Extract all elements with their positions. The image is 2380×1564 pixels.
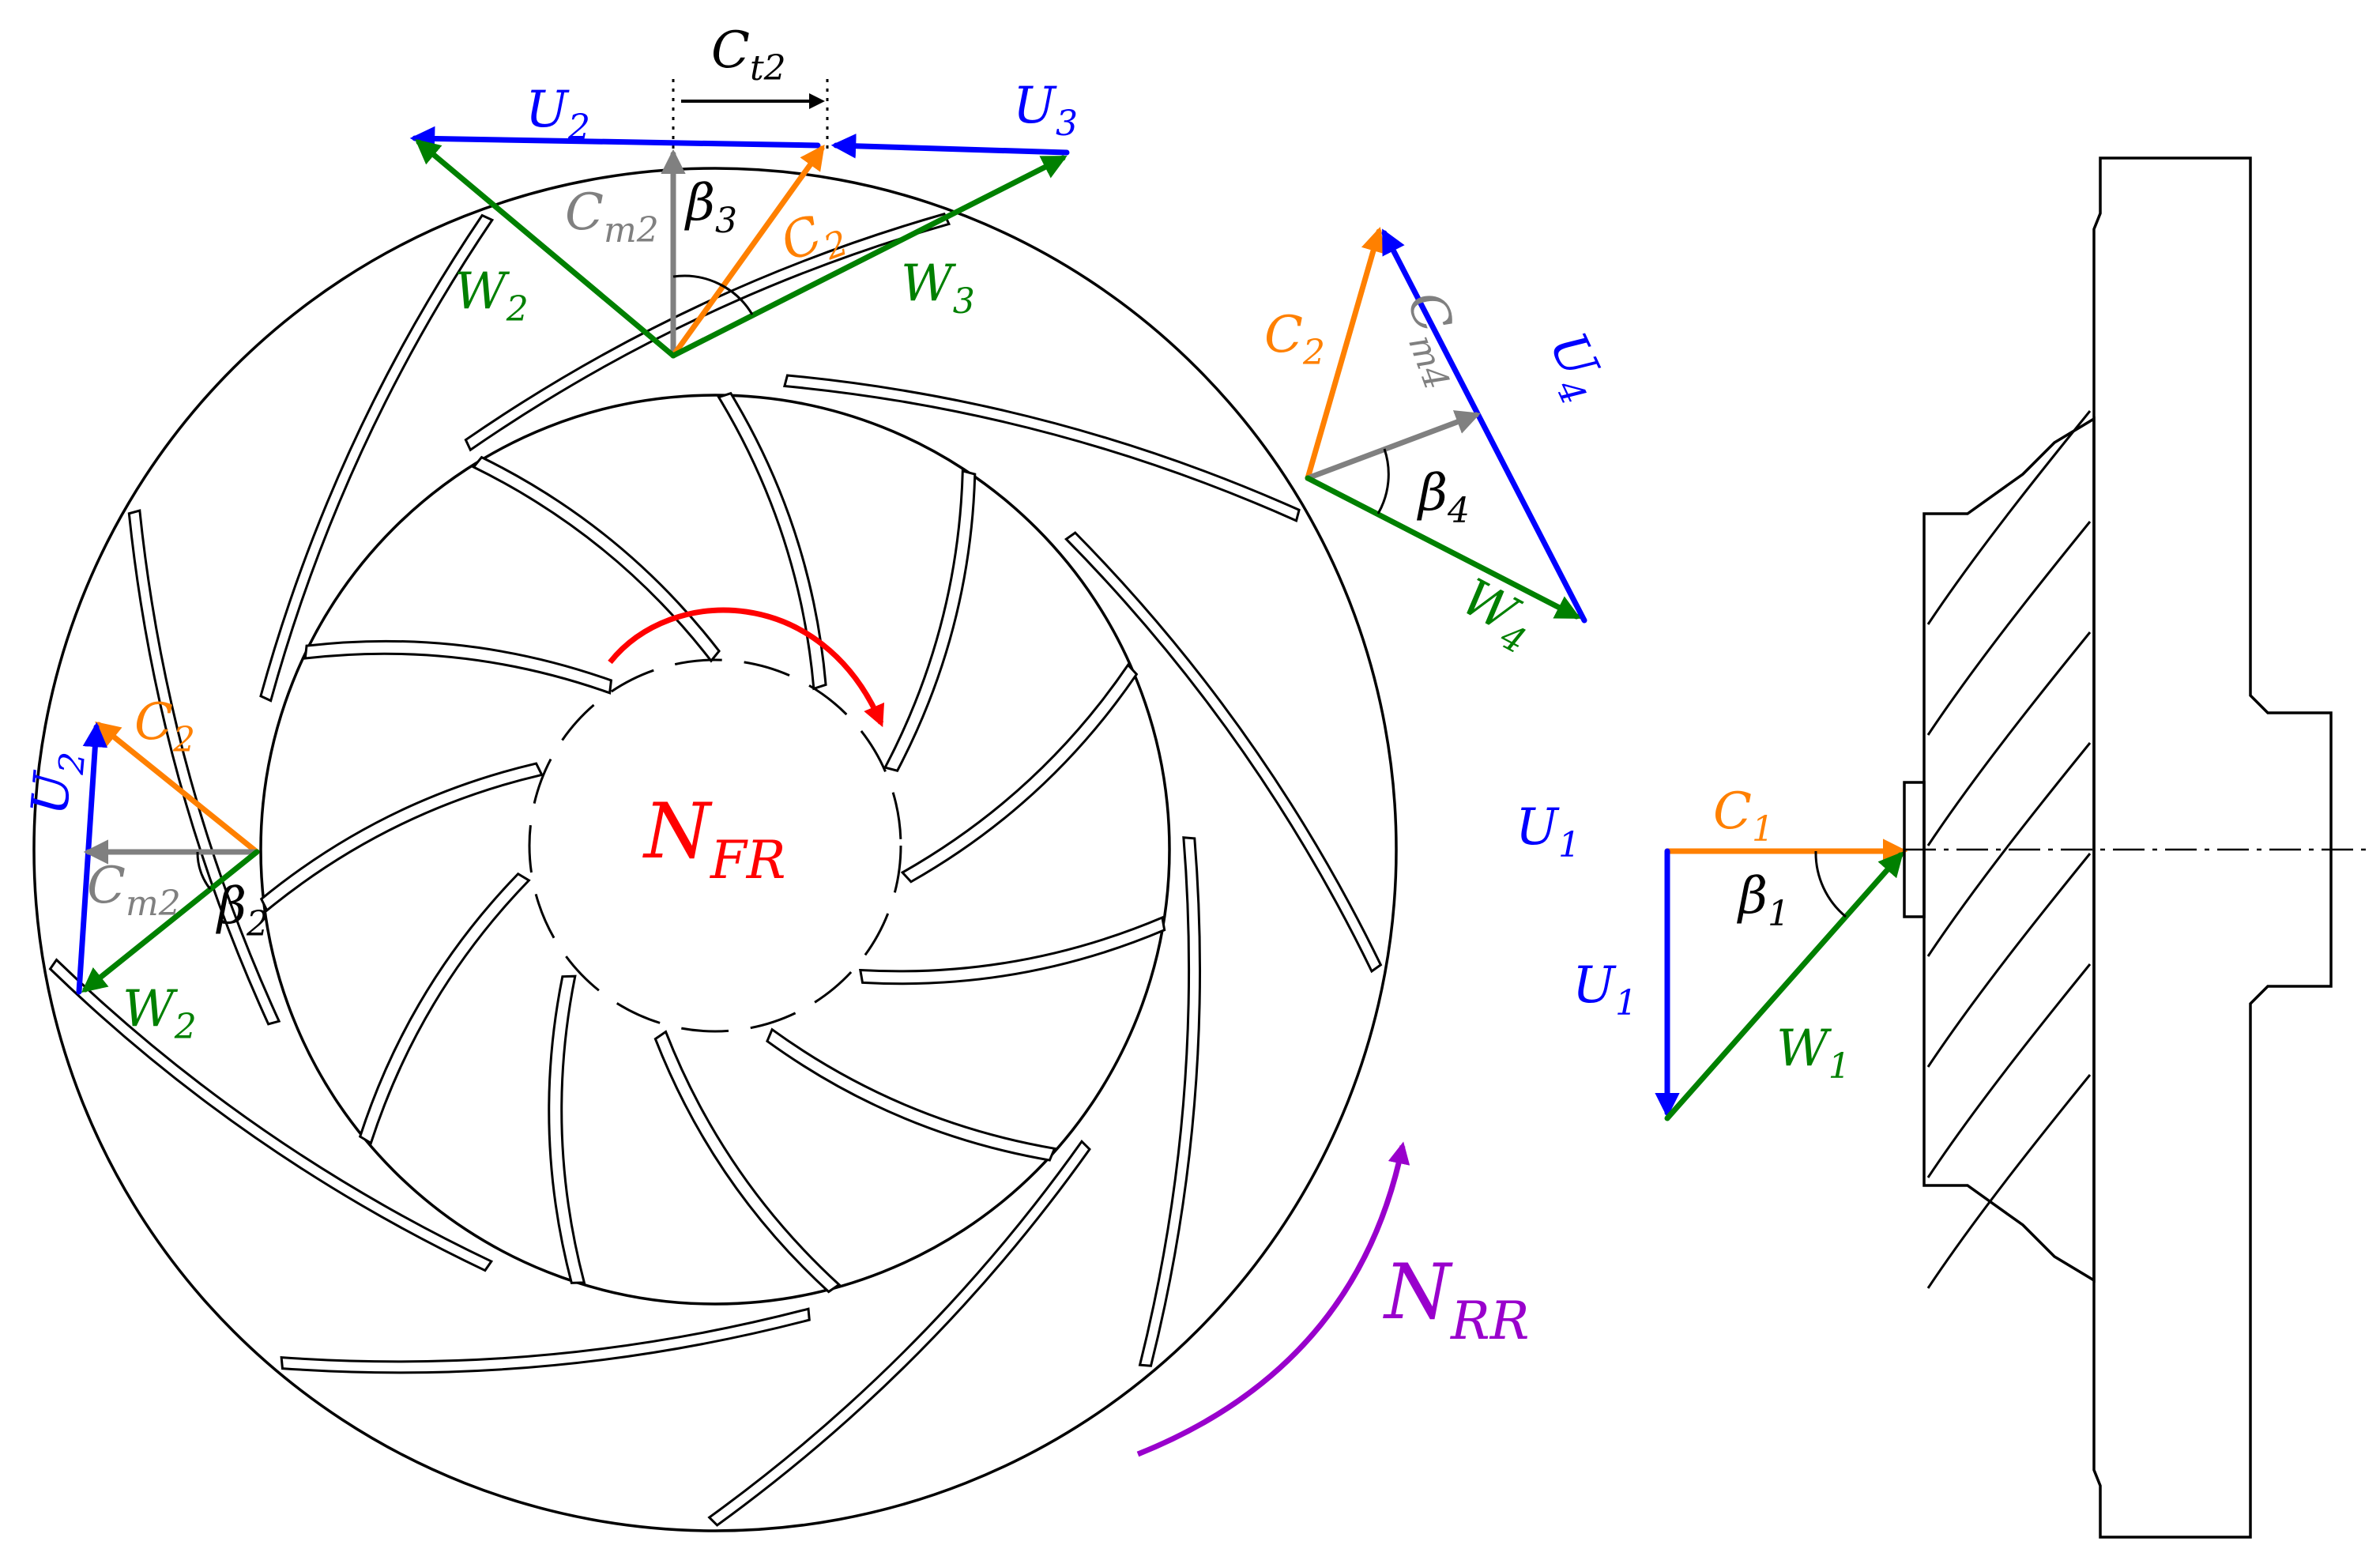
w1-vector <box>1664 851 1904 1121</box>
u2-top-label: U2 <box>525 81 590 148</box>
front-rotor-blade <box>472 455 721 663</box>
rear-rotor-blade <box>259 213 495 703</box>
side-blades <box>1926 410 2092 1289</box>
beta3-label: β3 <box>684 174 737 241</box>
u4-label: U4 <box>1530 324 1618 411</box>
nrr-label: NRR <box>1383 1248 1529 1351</box>
front-rotor-blade <box>900 662 1139 884</box>
c2-left-vector <box>95 722 260 855</box>
beta3-arc <box>672 274 754 315</box>
front-rotor-blade <box>548 974 586 1284</box>
beta1-arc <box>1814 850 1847 918</box>
front-hub-outline <box>1922 416 2096 1283</box>
front-rotor-blade <box>883 469 977 773</box>
side-blade-line <box>1926 1074 2092 1289</box>
beta4-label: β4 <box>1417 464 1470 531</box>
c2-top-vector <box>670 144 825 359</box>
u1-label: U1 <box>1572 956 1637 1023</box>
rear-rotor-blade <box>1138 836 1202 1367</box>
c2-left-label: C2 <box>134 693 195 760</box>
rear-rotor-blade <box>464 212 951 452</box>
front-rotor-blades <box>259 391 1166 1294</box>
right-velocity-triangle <box>1305 226 1587 624</box>
rear-rotor-blade <box>127 509 281 1026</box>
front-rotor-blade <box>766 1027 1056 1162</box>
side-blade-line <box>1926 963 2092 1178</box>
w2-top-vector <box>415 138 676 359</box>
beta2-label: β2 <box>216 877 269 944</box>
front-rotor-blade <box>358 872 531 1145</box>
w3-top-vector <box>670 155 1068 359</box>
w4-label: W4 <box>1448 568 1545 662</box>
rear-rotor-blade <box>1064 531 1383 974</box>
u3-top-vector <box>830 134 1070 159</box>
cm4-label: Cm4 <box>1387 284 1482 395</box>
rear-disk-outline <box>2092 156 2333 1539</box>
rear-rotor-blade <box>280 1307 811 1374</box>
front-rotor-hub-circle <box>528 658 902 1033</box>
front-rotor-blade <box>653 1030 842 1294</box>
rear-rotor-blade <box>48 958 494 1272</box>
side-blade-line <box>1926 631 2092 846</box>
front-rotor-blade <box>858 915 1166 986</box>
cm2-top-label: Cm2 <box>565 183 659 251</box>
beta2-arc <box>196 851 212 890</box>
rear-rotor-rotation-arrow <box>1136 1141 1410 1457</box>
front-rotor-blade <box>303 639 613 695</box>
rear-rotor-blade <box>707 1140 1091 1527</box>
front-rotor-blade <box>717 391 827 691</box>
u2-top-vector <box>409 126 821 152</box>
nose-cone-outline <box>1903 781 1926 918</box>
top-velocity-triangle <box>409 79 1070 359</box>
side-blade-line <box>1926 410 2092 625</box>
front-rotor-blade <box>259 762 544 913</box>
rear-rotor-inner-circle <box>259 394 1171 1306</box>
ct2-label: Ct2 <box>711 21 786 89</box>
side-blade-line <box>1926 853 2092 1068</box>
u4-vector <box>1381 228 1587 624</box>
u1-top-label: U1 <box>1516 798 1580 865</box>
side-blade-line <box>1926 742 2092 957</box>
w3-top-label: W3 <box>901 254 975 322</box>
cm2-left-label: Cm2 <box>87 857 181 924</box>
cm4-vector <box>1305 410 1481 481</box>
c2-right-label: C2 <box>1264 306 1325 373</box>
w1-label: W1 <box>1776 1019 1851 1087</box>
w2-left-vector <box>81 849 260 993</box>
front-view <box>32 167 1398 1532</box>
nfr-label: NFR <box>642 787 786 891</box>
u2-left-label: U2 <box>21 748 93 819</box>
left-velocity-triangle <box>76 722 260 995</box>
c2-right-vector <box>1305 226 1386 481</box>
rear-rotor-outer-circle <box>32 167 1398 1532</box>
side-blade-line <box>1926 521 2092 736</box>
side-view <box>1903 156 2371 1539</box>
w2-left-label: W2 <box>122 980 197 1047</box>
inlet-velocity-triangle <box>1655 839 1908 1121</box>
u3-top-label: U3 <box>1013 77 1078 144</box>
c1-label: C1 <box>1713 782 1774 850</box>
rear-rotor-blade <box>782 374 1301 522</box>
w2-top-label: W2 <box>454 262 529 330</box>
beta4-arc <box>1376 448 1390 514</box>
front-rotor-rotation-arrow <box>608 607 885 728</box>
beta1-label: β1 <box>1737 867 1790 934</box>
w4-vector <box>1305 475 1581 620</box>
